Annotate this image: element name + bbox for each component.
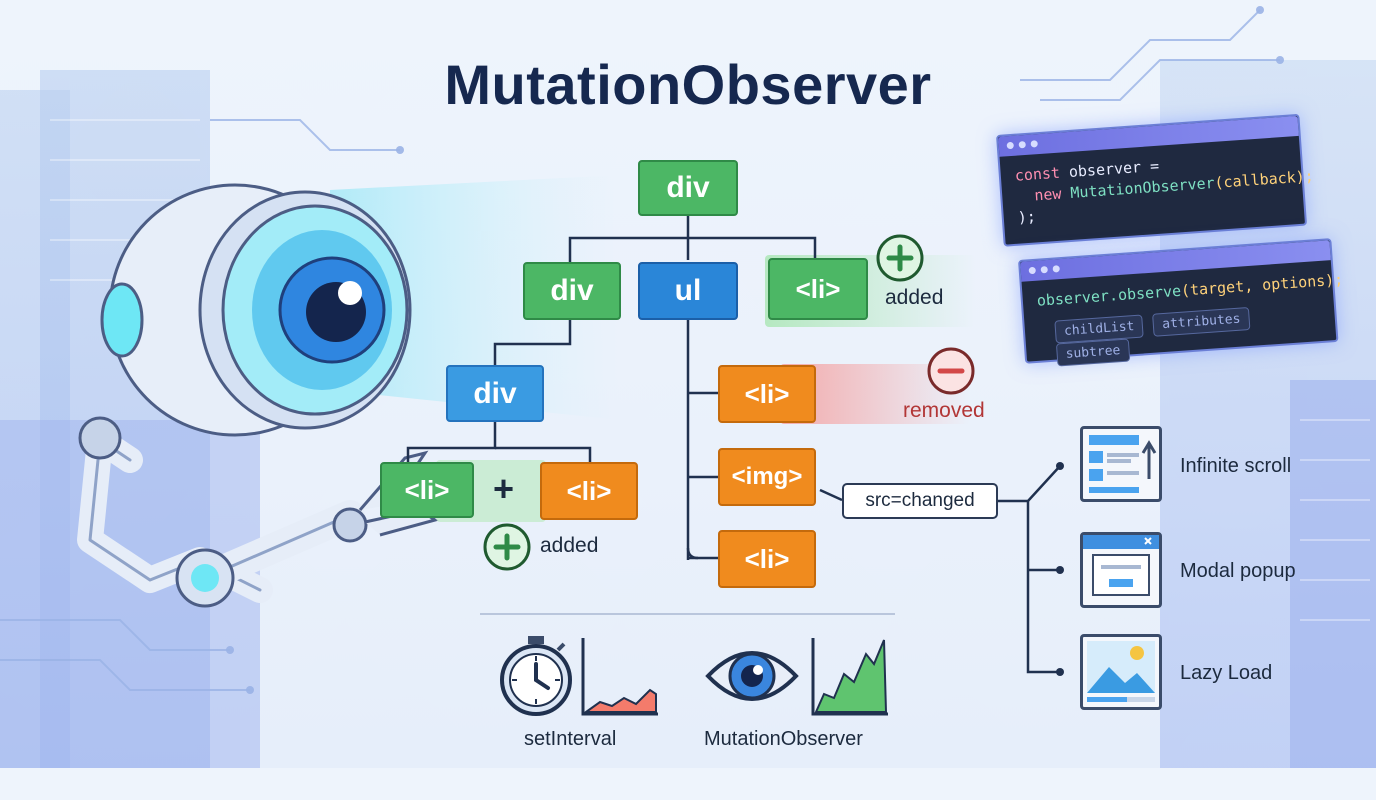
comparison-label-mutationobserver: MutationObserver	[704, 728, 863, 750]
tree-node-root-div: div	[638, 160, 738, 216]
robot-illustration	[77, 183, 439, 608]
page-title: MutationObserver	[444, 53, 932, 116]
added-label-top: added	[885, 286, 944, 309]
plus-circle-icon	[876, 234, 924, 282]
added-label-bottom: added	[540, 534, 599, 557]
mutationobserver-trend-chart	[811, 638, 888, 716]
use-case-label: Modal popup	[1180, 560, 1296, 582]
chip-childlist: childList	[1054, 314, 1145, 344]
src-changed-callout: src=changed	[842, 483, 998, 519]
tree-node-ul: ul	[638, 262, 738, 320]
stopwatch-icon	[500, 636, 572, 716]
removed-label: removed	[903, 399, 985, 422]
tree-node-removed-li: <li>	[718, 365, 816, 423]
code-window-observe: observer.observe(target, options); child…	[1018, 238, 1344, 367]
code-close: );	[1017, 207, 1037, 227]
removed-highlight	[780, 364, 970, 424]
tree-node-img: <img>	[718, 448, 816, 506]
tree-node-bottom-li: <li>	[718, 530, 816, 588]
use-case-label: Infinite scroll	[1180, 455, 1292, 477]
tree-node-inner-div: div	[446, 365, 544, 422]
tree-node-left-div: div	[523, 262, 621, 320]
tree-node-child-li-1: <li>	[380, 462, 474, 518]
tree-node-child-li-2: <li>	[540, 462, 638, 520]
modal-popup-icon	[1080, 532, 1162, 608]
code-observe-args: (target, options);	[1180, 270, 1344, 300]
plus-circle-icon	[483, 523, 531, 571]
comparison-label-setinterval: setInterval	[524, 728, 617, 750]
tree-node-added-li: <li>	[768, 258, 868, 320]
code-observe-call: observer.observe	[1036, 281, 1182, 310]
infinite-scroll-icon	[1080, 426, 1162, 502]
use-case-label: Lazy Load	[1180, 662, 1273, 684]
code-window-constructor: const observer = new MutationObserver(ca…	[996, 113, 1314, 247]
code-keyword-new: new	[1033, 184, 1063, 205]
eye-icon	[705, 651, 799, 701]
code-callback: (callback);	[1213, 166, 1315, 192]
minus-circle-icon	[927, 347, 975, 395]
code-keyword-const: const	[1014, 163, 1061, 185]
dom-tree-connectors	[406, 216, 1064, 676]
setinterval-trend-chart	[581, 638, 658, 716]
robot-head	[100, 183, 412, 437]
lazy-load-icon	[1080, 634, 1162, 710]
plus-symbol: +	[493, 468, 515, 509]
